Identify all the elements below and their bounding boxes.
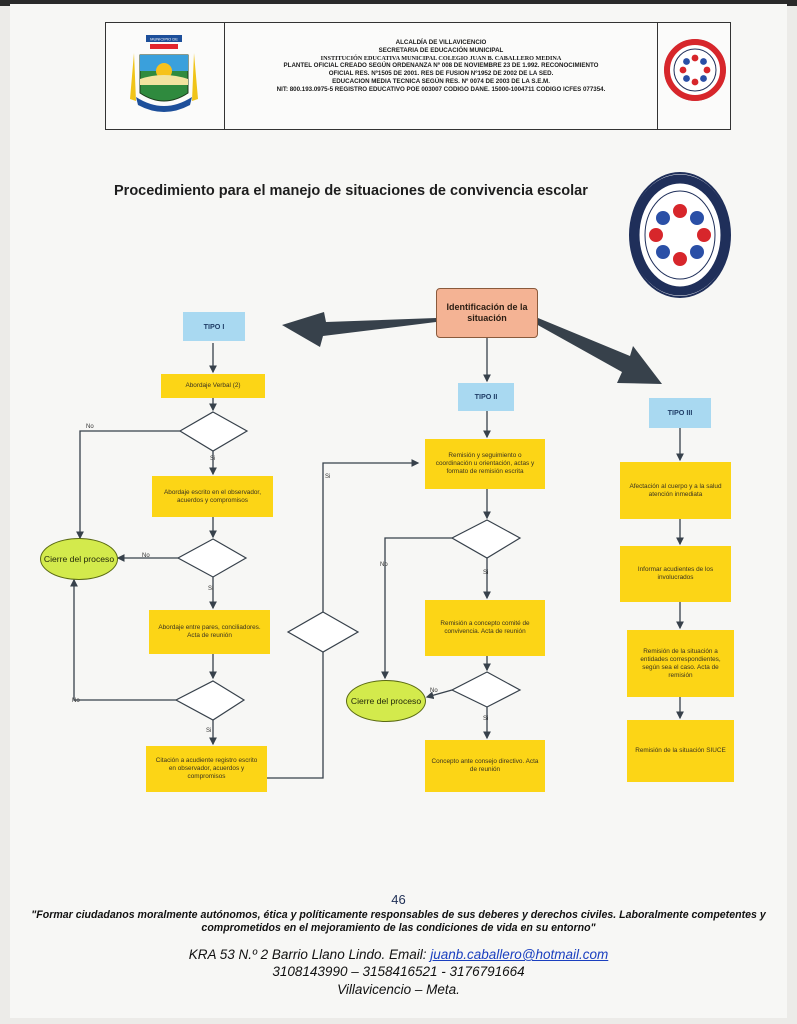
municipal-crest-icon: MUNICIPIO DE [130, 35, 198, 112]
crest-cell: MUNICIPIO DE [106, 23, 225, 129]
citacion-acudiente-box: Citación a acudiente registro escrito en… [146, 746, 267, 792]
header-line-2: SECRETARIA DE EDUCACIÓN MUNICIPAL [378, 46, 504, 54]
institution-motto: "Formar ciudadanos moralmente autónomos,… [31, 909, 766, 934]
big-arrow-tipo1 [282, 312, 436, 347]
header-line-4: PLANTEL OFICIAL CREADO SEGÚN ORDENANZA N… [283, 62, 599, 70]
no-label: No [142, 553, 150, 559]
si-label: Si [483, 716, 489, 722]
address-line: KRA 53 N.º 2 Barrio Llano Lindo. Email: … [0, 946, 797, 963]
big-arrow-tipo3 [536, 318, 662, 384]
crest-label: MUNICIPIO DE [150, 37, 178, 42]
remision-siuce-box: Remisión de la situación SIUCE [627, 720, 734, 782]
no-label: No [72, 698, 80, 704]
scan-top-edge [0, 0, 797, 6]
header-line-5: OFICIAL RES. Nº1505 DE 2001. RES DE FUSI… [328, 70, 554, 78]
decision-diamond [450, 519, 522, 559]
si-label: Si [206, 728, 212, 734]
no-label: No [430, 688, 438, 694]
decision-diamond [286, 611, 360, 653]
header-line-3: INSTITUCIÓN EDUCATIVA MUNICIPAL COLEGIO … [320, 54, 562, 62]
seal-cell [657, 23, 730, 129]
abordaje-pares-box: Abordaje entre pares, conciliadores. Act… [149, 610, 270, 654]
phone-numbers: 3108143990 – 3158416521 - 3176791664 [272, 964, 525, 979]
si-label: Si [208, 586, 214, 592]
concepto-consejo-box: Concepto ante consejo directivo. Acta de… [425, 740, 545, 792]
header-line-6: EDUCACION MEDIA TECNICA SEGÚN RES. Nº 00… [332, 77, 550, 85]
city-line: Villavicencio – Meta. [337, 982, 460, 997]
cierre-proceso-ellipse-1: Cierre del proceso [40, 538, 118, 580]
abordaje-verbal-box: Abordaje Verbal (2) [161, 374, 265, 398]
page-title: Procedimiento para el manejo de situacio… [114, 183, 588, 199]
identificacion-situacion-box: Identificación de la situación [436, 288, 538, 338]
header-line-1: ALCALDÍA DE VILLAVICENCIO [395, 39, 487, 46]
email-link[interactable]: juanb.caballero@hotmail.com [430, 947, 609, 962]
decision-diamond [178, 411, 249, 452]
letterhead: MUNICIPIO DE ALCALDÍA DE VILLAVICENCIO S… [105, 22, 731, 130]
afectacion-cuerpo-box: Afectación al cuerpo y a la salud atenci… [620, 462, 731, 519]
tipo-2-box: TIPO II [458, 383, 514, 411]
letterhead-text: ALCALDÍA DE VILLAVICENCIO SECRETARIA DE … [224, 39, 658, 94]
informar-acudientes-box: Informar acudientes de los involucrados [620, 546, 731, 602]
school-seal-large-icon [629, 172, 731, 298]
tipo-3-box: TIPO III [649, 398, 711, 428]
address-text: KRA 53 N.º 2 Barrio Llano Lindo. Email: [188, 947, 431, 962]
remision-seguimiento-box: Remisión y seguimiento o coordinación u … [425, 439, 545, 489]
school-seal-icon [664, 39, 726, 101]
tipo-1-box: TIPO I [183, 312, 245, 341]
remision-comite-box: Remisión a concepto comité de convivenci… [425, 600, 545, 656]
si-label: Si [210, 456, 216, 462]
header-line-7: NIT: 800.193.0975-5 REGISTRO EDUCATIVO P… [276, 85, 606, 93]
decision-diamond [176, 538, 248, 578]
remision-entidades-box: Remisión de la situación a entidades cor… [627, 630, 734, 697]
decision-diamond [450, 671, 522, 708]
decision-diamond [174, 680, 246, 721]
abordaje-escrito-box: Abordaje escrito en el observador, acuer… [152, 476, 273, 517]
si-label: Si [483, 570, 489, 576]
no-label: No [86, 424, 94, 430]
si-label: Si [325, 474, 331, 480]
page-number: 46 [391, 892, 406, 907]
cierre-proceso-ellipse-2: Cierre del proceso [346, 680, 426, 722]
no-label: No [380, 562, 388, 568]
